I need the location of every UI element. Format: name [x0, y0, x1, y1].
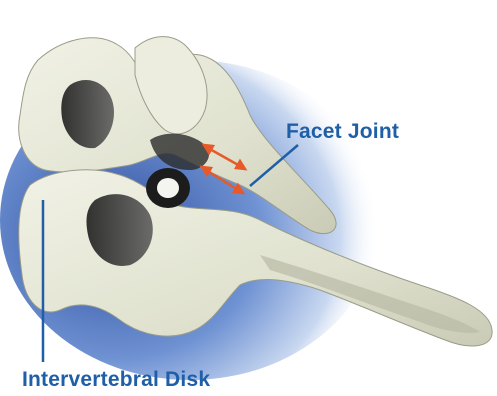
- facet-joint-label: Facet Joint: [286, 120, 399, 144]
- intervertebral-disk-label: Intervertebral Disk: [22, 368, 210, 392]
